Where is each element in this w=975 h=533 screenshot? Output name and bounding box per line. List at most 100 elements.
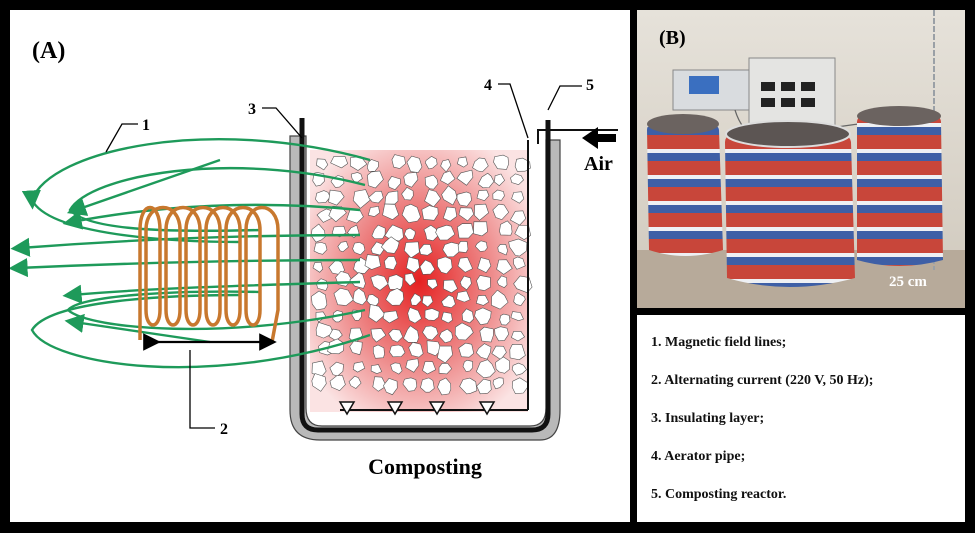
compost-particle [372,376,387,392]
compost-particle [368,304,386,323]
air-outlets [338,401,496,416]
panel-b-label: (B) [659,27,686,49]
compost-particle [499,220,513,236]
compost-particle [461,308,475,324]
compost-particle [479,326,494,343]
compost-particle [403,241,420,259]
compost-particle [310,290,328,311]
compost-particle [497,243,508,256]
compost-particle [457,223,474,239]
compost-particle [458,207,475,222]
compost-particle [384,224,404,242]
compost-particle [313,242,328,255]
air-label: Air [584,153,613,175]
compost-particle [316,158,329,171]
compost-particle [370,328,387,343]
callout-leaders [105,83,582,429]
compost-particle [424,189,442,208]
callout-1: 1 [142,117,150,134]
compost-particle [424,174,439,190]
compost-particle [442,241,460,258]
compost-particle [371,224,386,240]
compost-particle [496,275,508,288]
induction-coil [138,205,280,343]
callout-5: 5 [586,77,594,94]
compost-particle [407,307,422,324]
compost-particle [440,159,452,173]
compost-particle [435,224,456,241]
compost-particle [349,272,366,289]
compost-particle [508,238,528,257]
composting-reactor: Air [289,118,618,441]
compost-particle [458,342,475,358]
controller-display [689,76,719,94]
compost-particle [406,155,423,173]
compost-particle [380,236,400,254]
compost-particle [441,311,453,324]
compost-particle [475,359,496,379]
compost-particle [511,191,525,204]
compost-particle [474,307,492,326]
legend-item-reactor: 5. Composting reactor. [651,487,787,502]
compost-particle [491,289,509,310]
compost-particle [346,209,364,224]
compost-particle [403,227,416,241]
compost-particle [456,191,472,207]
compost-particle [476,189,490,202]
compost-particle [405,358,420,373]
compost-particle [403,171,419,188]
compost-particle [474,203,489,221]
compost-particle [333,287,354,306]
compost-particle [391,154,406,169]
panel-a-label: (A) [32,38,65,64]
compost-particle [388,328,404,343]
compost-particle [337,241,349,253]
compost-particle [370,241,385,256]
compost-particle [496,259,513,275]
compost-particle [476,378,492,395]
compost-particle [352,287,367,306]
compost-particle [352,242,366,256]
compost-particle [427,278,438,290]
controller-box-2 [748,57,836,129]
compost-particle [311,373,327,392]
compost-particle [456,169,474,186]
compost-particle [424,156,438,170]
compost-particle [492,203,510,221]
callout-3: 3 [248,101,256,118]
compost-particle [352,189,371,209]
photo-svg: (B) 25 cm [637,10,965,308]
compost-particle [328,189,345,206]
compost-particle [372,344,385,359]
compost-particle [442,206,458,222]
compost-particle [510,173,524,186]
compost-particle [423,224,440,242]
compost-particle [401,187,414,201]
compost-particle [492,377,504,390]
compost-particle [383,377,398,396]
compost-particle [404,272,416,287]
compost-particle [457,240,469,253]
legend-item-current: 2. Alternating current (220 V, 50 Hz); [651,373,874,388]
compost-particle [511,331,526,342]
compost-particle [387,274,404,290]
compost-particle [364,254,381,270]
compost-particle [513,292,526,306]
compost-particle [382,310,399,324]
compost-particle [312,261,324,273]
compost-particle [438,328,454,344]
compost-particle [509,343,526,361]
compost-particle [459,275,472,291]
compost-particle [315,190,331,204]
legend-item-insulation: 3. Insulating layer; [651,411,765,426]
reactor-wall [299,118,551,433]
compost-particle [493,154,509,170]
compost-particle [349,340,363,356]
compost-particle [475,240,488,252]
compost-particle [476,275,491,291]
reactor-bin-center [725,120,855,287]
compost-particle [473,221,488,237]
compost-particle [456,290,471,303]
compost-particle [472,157,489,173]
scale-label: 25 cm [889,274,927,290]
